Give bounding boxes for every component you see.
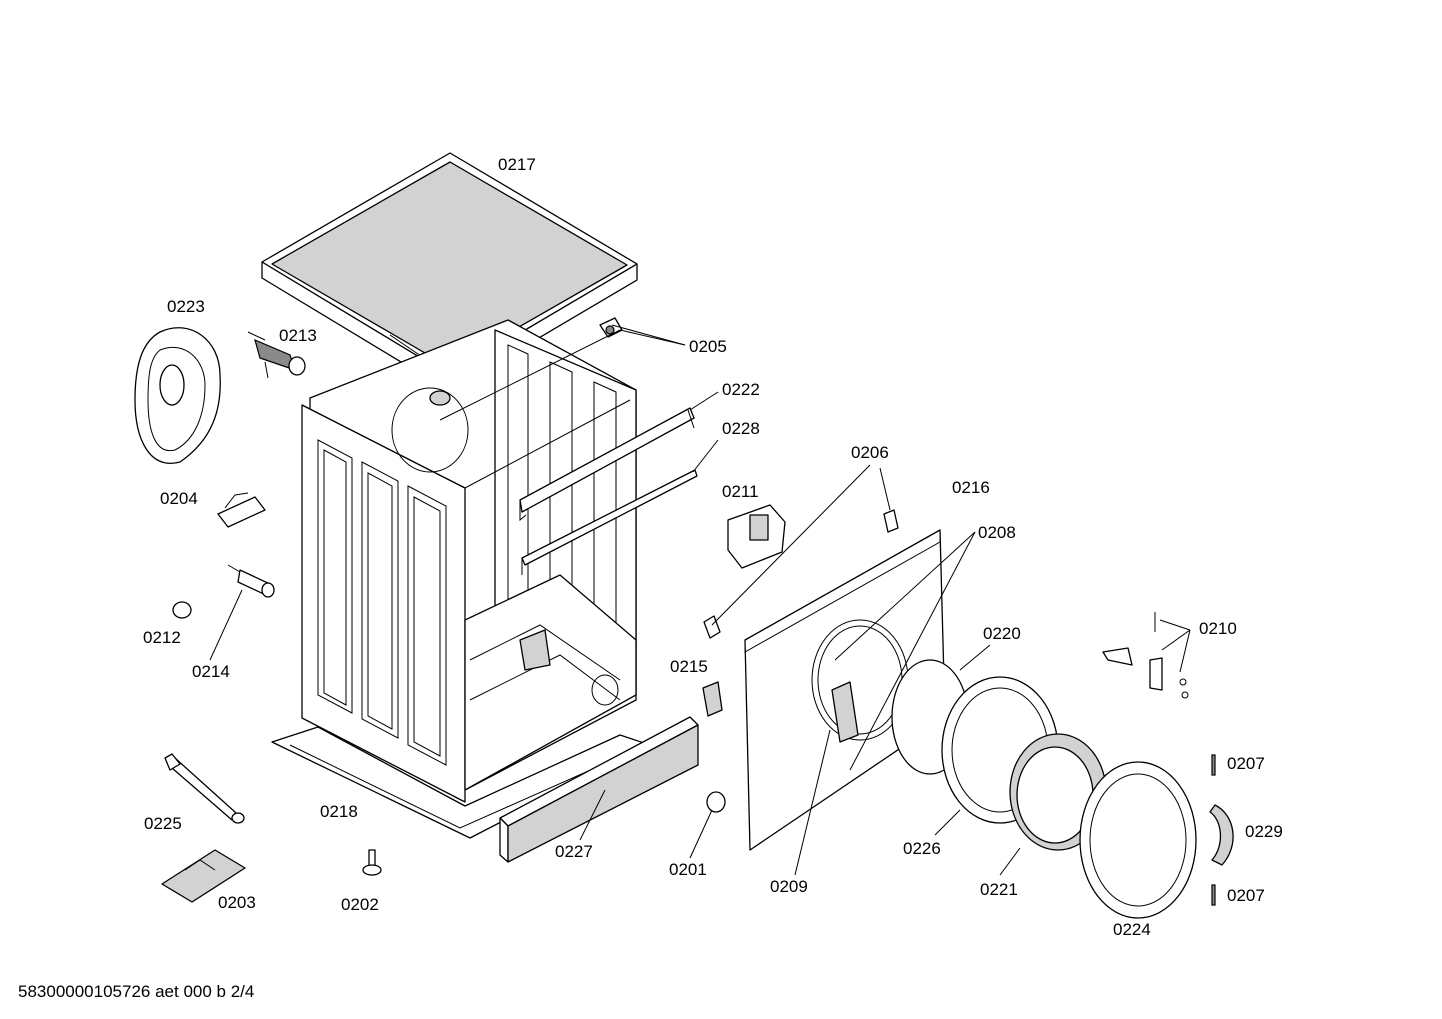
label-0220: 0220 <box>983 624 1021 643</box>
door-lock-0211 <box>727 504 786 569</box>
label-0226: 0226 <box>903 839 941 858</box>
part-labels: 0217 0223 0213 0205 0222 0228 0206 0216 … <box>143 155 1283 939</box>
label-0216: 0216 <box>952 478 990 497</box>
label-0207-lower: 0207 <box>1227 886 1265 905</box>
bracket-0204 <box>217 492 266 528</box>
document-id-footer: 58300000105726 aet 000 b 2/4 <box>18 982 254 1001</box>
label-0203: 0203 <box>218 893 256 912</box>
label-0208: 0208 <box>978 523 1016 542</box>
label-0212: 0212 <box>143 628 181 647</box>
label-0207-upper: 0207 <box>1227 754 1265 773</box>
hinge-0210 <box>1102 612 1189 699</box>
label-0221: 0221 <box>980 880 1018 899</box>
foot-0202 <box>362 849 382 876</box>
transport-plate-0203 <box>161 849 246 903</box>
part-0215 <box>702 681 723 717</box>
label-0227: 0227 <box>555 842 593 861</box>
leader-lines <box>209 324 1191 876</box>
label-0206: 0206 <box>851 443 889 462</box>
part-0212 <box>172 601 192 619</box>
label-0214: 0214 <box>192 662 230 681</box>
label-0202: 0202 <box>341 895 379 914</box>
label-0204: 0204 <box>160 489 198 508</box>
cover-plate-0223 <box>134 327 221 464</box>
rail-0228 <box>521 469 698 575</box>
pin-0207a <box>1211 754 1216 776</box>
label-0224: 0224 <box>1113 920 1151 939</box>
pump-0213 <box>247 331 306 379</box>
label-0223: 0223 <box>167 297 205 316</box>
label-0201: 0201 <box>669 860 707 879</box>
label-0229: 0229 <box>1245 822 1283 841</box>
label-0217: 0217 <box>498 155 536 174</box>
pump-0214 <box>227 564 275 598</box>
label-0215: 0215 <box>670 657 708 676</box>
door-ring-0224 <box>1079 761 1197 919</box>
part-0206b <box>883 509 899 533</box>
handle-0229 <box>1209 804 1234 866</box>
label-0218: 0218 <box>320 802 358 821</box>
label-0228: 0228 <box>722 419 760 438</box>
rail-0222 <box>519 407 695 522</box>
label-0213: 0213 <box>279 326 317 345</box>
wrench-0225 <box>164 753 245 824</box>
label-0211: 0211 <box>722 482 759 501</box>
part-0201 <box>706 791 726 813</box>
label-0205: 0205 <box>689 337 727 356</box>
pin-0207b <box>1211 884 1216 906</box>
label-0210: 0210 <box>1199 619 1237 638</box>
cabinet-frame <box>301 319 637 803</box>
label-0225: 0225 <box>144 814 182 833</box>
top-cover-0217 <box>261 152 638 392</box>
label-0222: 0222 <box>722 380 760 399</box>
base-plate-0218 <box>271 726 651 839</box>
label-0209: 0209 <box>770 877 808 896</box>
